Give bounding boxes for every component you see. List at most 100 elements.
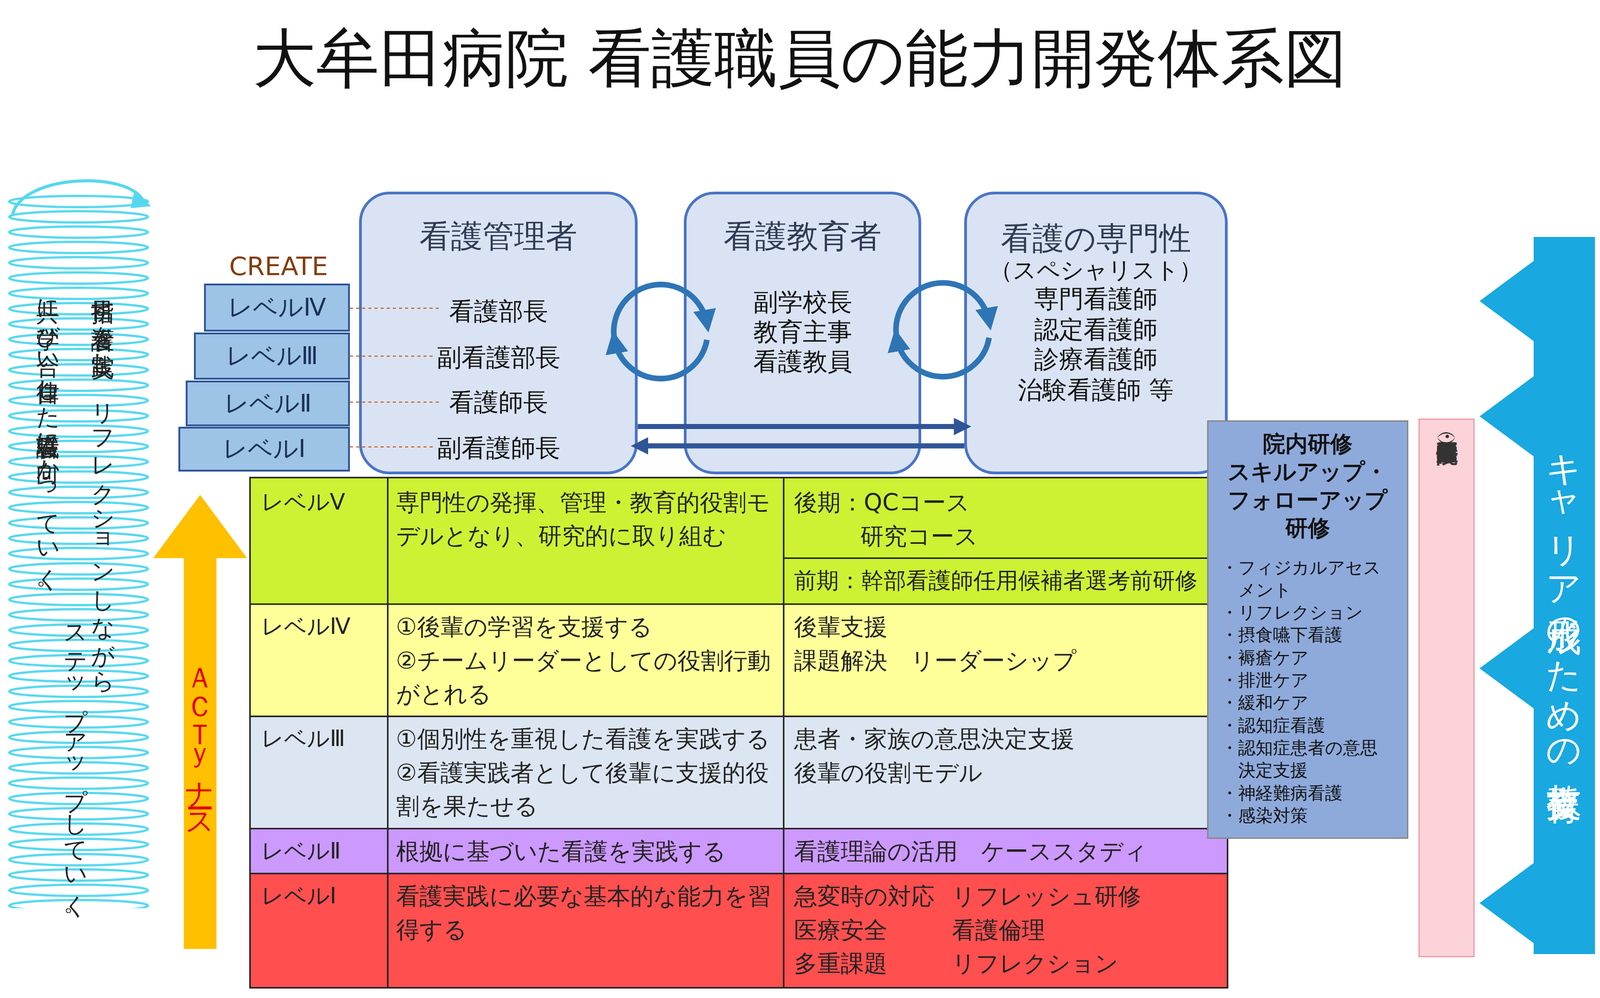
- role-title: 専門看護師: [966, 283, 1225, 316]
- arrow-label: ＡＣＴｙナース: [184, 648, 216, 827]
- bullet-item: ・認知症看護: [1220, 714, 1390, 737]
- growth-arrow: ＡＣＴｙナース: [153, 494, 247, 950]
- table-cell: 看護理論の活用 ケーススタディ: [794, 834, 1148, 869]
- motto-text: 共に学び合い自律した看護職に向かっていく。: [34, 282, 62, 603]
- flow-arrow: [637, 443, 965, 449]
- support-band: キャリア形成のための教育支援: [1533, 236, 1595, 955]
- diagram-title: 大牟田病院 看護職員の能力開発体系図: [0, 20, 1600, 97]
- table-cell: レベルⅤ: [261, 485, 346, 518]
- table-cell: レベルⅢ: [261, 722, 346, 755]
- role-title: 副学校長: [686, 286, 919, 319]
- level-step: レベルⅡ: [185, 380, 350, 427]
- level-step: レベルⅢ: [193, 332, 350, 380]
- bullet-list: ・フィジカルアセスメント・リフレクション・摂食嚥下看護・褥瘡ケア・排泄ケア・緩和…: [1220, 556, 1390, 828]
- role-title: 副看護部長: [361, 341, 635, 374]
- leader-line: [349, 307, 441, 309]
- role-title: （スペシャリスト）: [966, 254, 1225, 286]
- bullet-item: ・感染対策: [1220, 804, 1390, 827]
- cycle-arrow: [614, 339, 707, 379]
- flow-arrow: [637, 424, 965, 430]
- role-title: 認定看護師: [966, 313, 1225, 346]
- box-heading: 看護の専門性: [966, 218, 1225, 260]
- table-cell: ②看護実践者として後輩に支援的役割を果たせる: [396, 756, 780, 824]
- text-wrap: 院外研修（機構主催・看護協会・専門領域）: [1434, 425, 1459, 956]
- bullet-item: ・摂食嚥下看護: [1220, 623, 1390, 647]
- role-title: 教育主事: [686, 316, 919, 349]
- table-cell: 後期：QCコース: [794, 485, 970, 520]
- table-cell: 後輩支援: [794, 610, 888, 644]
- box-heading: 看護管理者: [361, 215, 635, 258]
- role-box: 看護の専門性（スペシャリスト）専門看護師認定看護師診療看護師治験看護師 等: [964, 191, 1228, 475]
- table-cell: ①後輩の学習を支援する: [396, 610, 780, 644]
- coil-arrow-head: [130, 189, 152, 209]
- table-cell: 前期：幹部看護師任用候補者選考前研修: [794, 564, 1198, 597]
- table-row: [250, 477, 1228, 605]
- table-cell: 根拠に基づいた看護を実践する: [396, 834, 780, 869]
- leader-line: [349, 446, 433, 448]
- table-cell: 看護実践に必要な基本的な能力を習得する: [396, 879, 780, 947]
- table-cell: リフレクション: [951, 946, 1119, 981]
- bullet-item: ・排泄ケア: [1220, 669, 1390, 692]
- level-label: レベルⅢ: [225, 339, 319, 373]
- table-row: [250, 604, 1228, 717]
- level-label: レベルⅣ: [227, 290, 326, 325]
- level-label: レベルⅡ: [224, 386, 312, 421]
- table-cell: 多重課題: [794, 946, 888, 981]
- role-box: 看護教育者副学校長教育主事看護教員: [683, 191, 922, 475]
- text-wrap: ＡＣＴｙナース: [153, 648, 247, 827]
- bullet-item: ・認知症患者の意思決定支援: [1220, 736, 1390, 783]
- training-heading: スキルアップ・フォローアップ研修: [1223, 457, 1393, 543]
- table-cell: ①個別性を重視した看護を実践する: [396, 722, 780, 756]
- table-row: [250, 716, 1228, 829]
- bullet-item: ・褥瘡ケア: [1220, 646, 1390, 670]
- table-cell: 看護倫理: [951, 913, 1046, 947]
- stair-title: CREATE: [222, 247, 335, 285]
- table-row: [250, 873, 1228, 988]
- cycle-arrow: [896, 282, 990, 342]
- motto-text: ステップアップしていく。: [62, 610, 90, 929]
- training-box: 院内研修スキルアップ・フォローアップ研修・フィジカルアセスメント・リフレクション…: [1207, 420, 1408, 839]
- bullet-item: ・神経難病看護: [1220, 782, 1390, 805]
- level-step: レベルⅠ: [178, 426, 350, 472]
- table-cell: リフレッシュ研修: [951, 879, 1142, 913]
- role-title: 看護部長: [361, 295, 635, 328]
- table-grid: [250, 477, 1228, 988]
- coil-arrow: [12, 180, 144, 217]
- training-heading: 院内研修: [1208, 429, 1407, 458]
- leader-line: [349, 401, 441, 403]
- external-training-box: 院外研修（機構主催・看護協会・専門領域）: [1418, 418, 1475, 958]
- table-cell: 後輩の役割モデル: [794, 756, 983, 790]
- table-cell: 急変時の対応: [794, 879, 935, 913]
- table-row: [250, 828, 1228, 874]
- bullet-item: ・緩和ケア: [1220, 691, 1390, 715]
- support-arrow-heads: [1479, 260, 1535, 945]
- table-cell: 課題解決 リーダーシップ: [794, 644, 1077, 678]
- cycle-arrow: [896, 337, 989, 377]
- table-cell: 医療安全: [794, 913, 888, 947]
- bullet-item: ・リフレクション: [1220, 601, 1390, 624]
- motto-text: 目指す看護を実践し、リフレクションしながら: [89, 282, 117, 682]
- table-cell: 研究コース: [860, 519, 978, 554]
- role-title: 看護教員: [686, 345, 919, 378]
- table-cell: レベルⅡ: [261, 834, 341, 867]
- table-cell: ②チームリーダーとしての役割行動がとれる: [396, 644, 780, 712]
- role-title: 診療看護師: [966, 343, 1225, 376]
- bullet-item: ・フィジカルアセスメント: [1220, 556, 1390, 602]
- level-label: レベルⅠ: [222, 432, 306, 466]
- table-cell: レベルⅠ: [261, 879, 337, 912]
- arrow-body: [153, 494, 247, 950]
- role-box: 看護管理者看護部長副看護部長看護師長副看護師長: [359, 191, 638, 475]
- leader-line: [349, 355, 433, 357]
- table-cell: 専門性の発揮、管理・教育的役割モデルとなり、研究的に取り組む: [396, 485, 780, 554]
- table-cell: レベルⅣ: [261, 610, 351, 643]
- role-title: 治験看護師 等: [966, 374, 1225, 407]
- level-step: レベルⅣ: [204, 283, 350, 332]
- box-heading: 看護教育者: [686, 215, 919, 258]
- role-title: 副看護師長: [361, 432, 635, 465]
- cycle-arrow: [613, 284, 708, 344]
- band-label: キャリア形成のための教育支援: [1540, 429, 1588, 762]
